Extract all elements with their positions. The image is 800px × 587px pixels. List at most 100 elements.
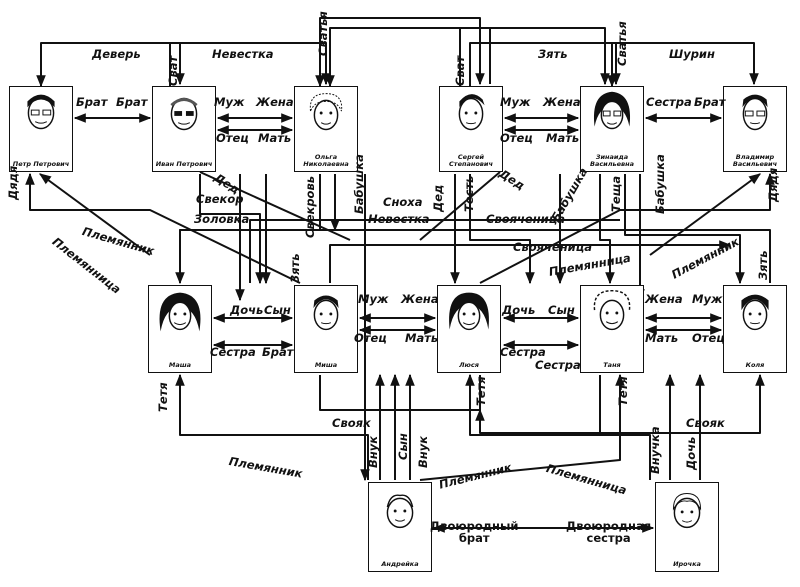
person-name: Миша [314,361,338,369]
relation-connector [649,173,761,256]
label-zhena-3: Жена [401,292,439,306]
person-card-olga: Ольга Николаевна [294,86,358,172]
label-mat-1: Мать [258,131,292,145]
label-zyat-1: Зять [288,253,302,284]
label-svat-2: Сват [453,55,467,86]
label-brat-4: Брат [262,345,294,359]
person-card-tanya: Таня [580,285,644,373]
label-muzh-3: Муж [358,292,389,306]
label-otets-1: Отец [216,131,249,145]
label-brat-1: Брат [76,95,108,109]
relation-connector [325,27,491,88]
label-dvoyurodnaya-sestra: Двоюродная сестра [566,519,652,546]
relation-connector [459,27,610,86]
label-svekor: Свекор [196,192,244,206]
relation-connector [624,174,745,285]
relation-connector [175,373,369,480]
label-dever: Деверь [92,47,141,61]
portrait-ivan [170,97,198,131]
label-tetya-2: Тетя [474,376,488,406]
label-sestra-3: Сестра [535,358,581,372]
relation-connector [169,42,331,86]
portrait-masha [159,292,201,332]
portrait-tanya [593,289,631,331]
person-card-andreyka: Андрейка [368,482,432,572]
label-svoyachenitsa-1: Свояченица [486,212,565,226]
label-zolovka: Золовка [194,212,250,226]
label-svatya-1: Сватья [316,11,330,56]
portrait-misha [313,295,339,331]
label-tetya-3: Тетя [616,376,630,406]
person-name: Андрейка [381,560,419,568]
label-sestra-top: Сестра [646,95,692,109]
relation-connector [249,219,620,283]
label-sestra-2: Сестра [500,345,546,359]
label-syn-2: Сын [548,303,575,317]
portrait-lyusya [449,292,489,331]
label-nevestka-mid: Невестка [368,212,430,226]
relation-connector [179,229,771,283]
person-name: Ирочка [673,560,701,568]
person-card-ivan: Иван Петрович [152,86,216,172]
person-name: Ольга Николаевна [303,153,349,168]
label-svoyak-1: Свояк [332,416,371,430]
relation-connector [329,240,732,283]
label-svatya-2: Сватья [615,21,629,66]
label-babushka-1: Бабушка [352,154,366,214]
person-name: Зинаида Васильевна [589,153,635,168]
relation-connector [315,17,485,88]
label-zyat-top: Зять [538,47,568,61]
portrait-olga [309,93,343,131]
label-tetya-1: Тетя [156,382,170,412]
label-svoyachenitsa-2: Свояченица [513,240,592,254]
person-card-zinaida: Зинаида Васильевна [580,86,644,172]
portrait-vladimir [742,94,768,131]
label-mat-2: Мать [546,131,580,145]
label-babushka-2: Бабушка [653,154,667,214]
label-svekrov: Свекровь [303,175,317,238]
label-svat-1: Сват [166,55,180,86]
person-name: Петр Петрович [12,160,70,168]
portrait-zinaida [593,91,631,130]
label-otets-2: Отец [500,131,533,145]
label-ded-3: Дед [431,184,445,212]
label-snokha: Сноха [383,195,423,209]
label-syn-1: Сын [264,303,291,317]
label-vnuchka: Внучка [648,426,662,474]
label-doch-1: Дочь [230,303,264,317]
person-card-lyusya: Люся [437,285,501,373]
relation-connector [607,42,759,88]
person-name: Владимир Васильевич [732,153,778,168]
relation-connector [419,171,501,241]
relation-connector [36,42,185,88]
person-card-kolya: Коля [723,285,787,373]
person-name: Люся [459,361,479,369]
portrait-andreyka [386,494,414,529]
label-otets-3: Отец [354,331,387,345]
person-name: Коля [745,361,765,369]
label-brat-3: Брат [694,95,726,109]
label-sestra-1: Сестра [210,345,256,359]
person-name: Маша [168,361,192,369]
label-dyadya-2: Дядя [766,167,780,202]
label-test: Тесть [462,175,476,212]
person-card-irochka: Ирочка [655,482,719,572]
person-name: Таня [603,361,621,369]
relation-connector [319,375,481,411]
label-tyoshcha: Теща [609,175,623,212]
label-nevestka-top: Невестка [212,47,274,61]
person-card-sergey: Сергей Степанович [439,86,503,172]
person-name: Иван Петрович [155,160,213,168]
label-zhena-1: Жена [256,95,294,109]
relation-connector [199,171,351,241]
relation-connector [465,373,651,480]
relation-connector [469,42,621,86]
person-card-petr: Петр Петрович [9,86,73,172]
label-mat-4: Мать [645,331,679,345]
label-otets-4: Отец [692,331,725,345]
label-doch-3: Дочь [684,436,698,470]
person-card-vladimir: Владимир Васильевич [723,86,787,172]
connector-lines [25,17,775,533]
label-dyadya-1: Дядя [6,165,20,200]
